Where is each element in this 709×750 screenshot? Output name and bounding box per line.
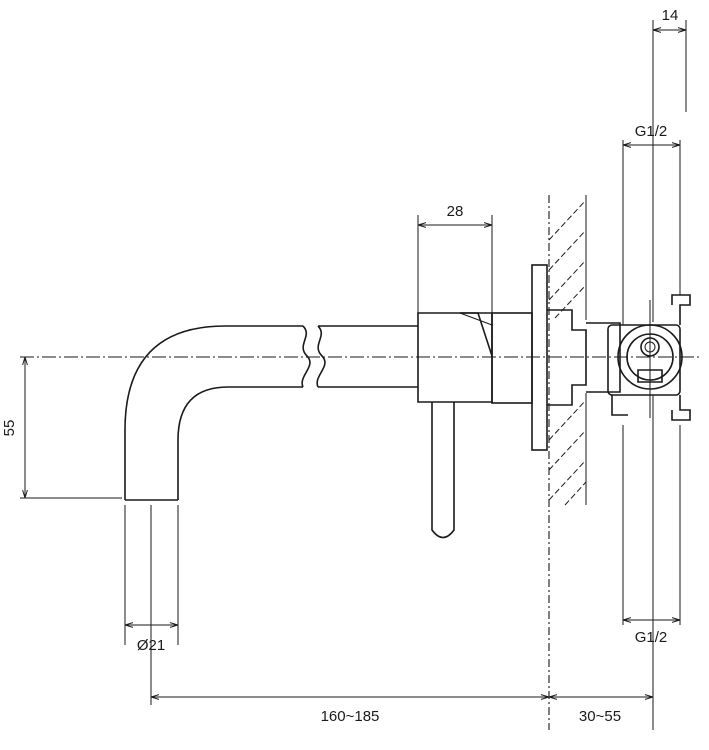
dim-top-width: 14: [653, 7, 686, 30]
wall: [548, 195, 587, 730]
dim-spout-length-label: 160~185: [321, 708, 380, 725]
dim-height-offset: 55: [1, 357, 122, 499]
dim-lever-width: 28: [417, 203, 493, 313]
dim-thread-bottom-label: G1/2: [635, 629, 668, 646]
spout-pipe: [124, 325, 418, 645]
dim-wall-depth-label: 30~55: [579, 708, 621, 725]
dim-top-width-label: 14: [662, 7, 679, 24]
dim-thread-top-label: G1/2: [635, 123, 668, 140]
dim-lever-width-label: 28: [447, 203, 464, 220]
mixer-body: [417, 264, 587, 539]
dim-thread-bottom: G1/2: [623, 620, 680, 646]
dim-spout-length: 160~185: [150, 505, 549, 725]
dim-thread-top: G1/2: [623, 123, 680, 145]
dim-wall-depth: 30~55: [549, 697, 653, 725]
dim-height-offset-label: 55: [1, 420, 18, 437]
concealed-box: [586, 20, 691, 730]
